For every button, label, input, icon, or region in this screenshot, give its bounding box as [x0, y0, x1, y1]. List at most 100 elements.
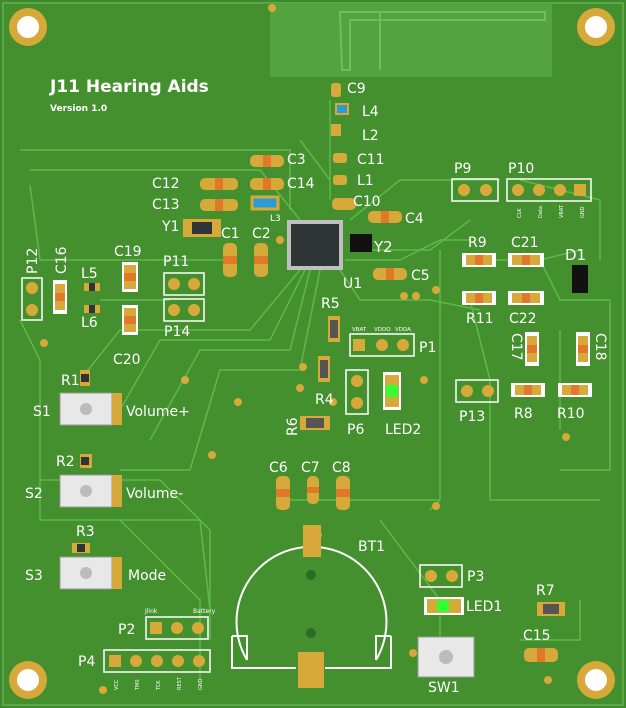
c12-label: C12 — [152, 176, 180, 192]
r7-label: R7 — [536, 583, 555, 599]
r5-label: R5 — [321, 296, 340, 312]
p10-pin-label: Data — [538, 206, 544, 218]
p1-pin-label: VBAT — [352, 327, 367, 333]
r11-label: R11 — [466, 311, 494, 327]
c20-label: C20 — [113, 352, 141, 368]
y2-crystal — [350, 234, 372, 252]
bt1-hole — [306, 628, 316, 638]
c8-label: C8 — [332, 460, 351, 476]
c1-label: C1 — [221, 226, 240, 242]
r10-label: R10 — [557, 406, 585, 422]
p12-label: P12 — [25, 248, 41, 274]
headers — [21, 178, 592, 673]
l4-label: L4 — [362, 104, 379, 120]
y2-label: Y2 — [373, 238, 393, 256]
led2 — [383, 372, 401, 410]
p10-pin-label: GND — [580, 206, 586, 218]
r6-label: R6 — [285, 417, 301, 436]
switch-s2 — [59, 474, 122, 508]
c4-label: C4 — [405, 211, 424, 227]
bt1-hole — [306, 570, 316, 580]
r4-label: R4 — [315, 392, 334, 408]
c13-label: C13 — [152, 197, 180, 213]
led2-label: LED2 — [385, 422, 421, 438]
sw1-label: SW1 — [428, 680, 460, 696]
volume-up-label: Volume+ — [126, 404, 190, 420]
c10-label: C10 — [353, 194, 381, 210]
c9-label: C9 — [347, 81, 366, 97]
p6-label: P6 — [347, 422, 364, 438]
led1 — [424, 597, 464, 615]
p4-pin-label: REST — [177, 676, 183, 690]
r8-label: R8 — [514, 406, 533, 422]
y1-label: Y1 — [161, 219, 179, 235]
switch-s3 — [59, 556, 122, 590]
c3-label: C3 — [287, 152, 306, 168]
volume-down-label: Volume- — [126, 486, 183, 502]
l5-label: L5 — [81, 266, 98, 282]
d1-diode — [572, 265, 588, 293]
p14-label: P14 — [164, 324, 190, 340]
l3-label: L3 — [270, 214, 281, 224]
mode-label: Mode — [128, 568, 166, 584]
c14-label: C14 — [287, 176, 315, 192]
c16-label: C16 — [54, 246, 70, 274]
c6-label: C6 — [269, 460, 288, 476]
l2-label: L2 — [362, 128, 379, 144]
smd-parts — [53, 83, 592, 662]
p4-pin-label: TCK — [156, 680, 162, 691]
p2-label: P2 — [118, 622, 135, 638]
switch-sw1 — [417, 636, 475, 678]
c22-label: C22 — [509, 311, 537, 327]
p4-pin-label: TMS — [135, 679, 141, 691]
p4-pin-label: VCC — [114, 679, 120, 690]
p10-label: P10 — [508, 161, 534, 177]
p1-pin-label: VDDA — [395, 327, 411, 333]
s3-label: S3 — [25, 568, 43, 584]
p11-label: P11 — [163, 254, 189, 270]
bt1-pad-top — [303, 525, 321, 557]
switch-s1 — [59, 392, 122, 426]
u1-chip: U1 — [287, 220, 362, 292]
l6-label: L6 — [81, 315, 98, 331]
c5-label: C5 — [411, 268, 430, 284]
r1-label: R1 — [61, 373, 80, 389]
c21-label: C21 — [511, 235, 539, 251]
c15-label: C15 — [523, 628, 551, 644]
c17-label: C17 — [508, 333, 524, 361]
p1-pin-label: VDDO — [374, 327, 391, 333]
d1-label: D1 — [565, 246, 586, 264]
led1-label: LED1 — [466, 599, 502, 615]
bt1-pad-bottom — [298, 652, 324, 688]
c2-label: C2 — [252, 226, 271, 242]
p4-label: P4 — [78, 654, 95, 670]
c11-label: C11 — [357, 152, 385, 168]
p10-pin-label: CLK — [517, 208, 523, 218]
p2-pin-label: Battery — [193, 608, 216, 615]
vias — [40, 4, 570, 694]
c18-label: C18 — [592, 333, 608, 361]
r2-label: R2 — [56, 454, 75, 470]
p9-label: P9 — [454, 161, 471, 177]
antenna-trace — [338, 11, 546, 71]
l1-label: L1 — [357, 173, 374, 189]
bt1-label: BT1 — [358, 539, 385, 555]
r9-label: R9 — [468, 235, 487, 251]
c7-label: C7 — [301, 460, 320, 476]
p1-label: P1 — [419, 340, 436, 356]
r3-label: R3 — [76, 524, 95, 540]
board-title: J11 Hearing Aids — [49, 77, 209, 97]
p3-label: P3 — [467, 569, 484, 585]
u1-label: U1 — [343, 276, 362, 292]
antenna-keepout — [270, 3, 552, 77]
s1-label: S1 — [33, 404, 51, 420]
board-version: Version 1.0 — [50, 104, 107, 114]
p13-label: P13 — [459, 409, 485, 425]
c19-label: C19 — [114, 244, 142, 260]
p4-pin-label: GND — [198, 678, 204, 690]
s2-label: S2 — [25, 486, 43, 502]
mounting-holes — [9, 8, 615, 699]
p10-pin-label: VBAT — [559, 204, 565, 218]
p2-pin-label: Jlink — [144, 608, 158, 615]
